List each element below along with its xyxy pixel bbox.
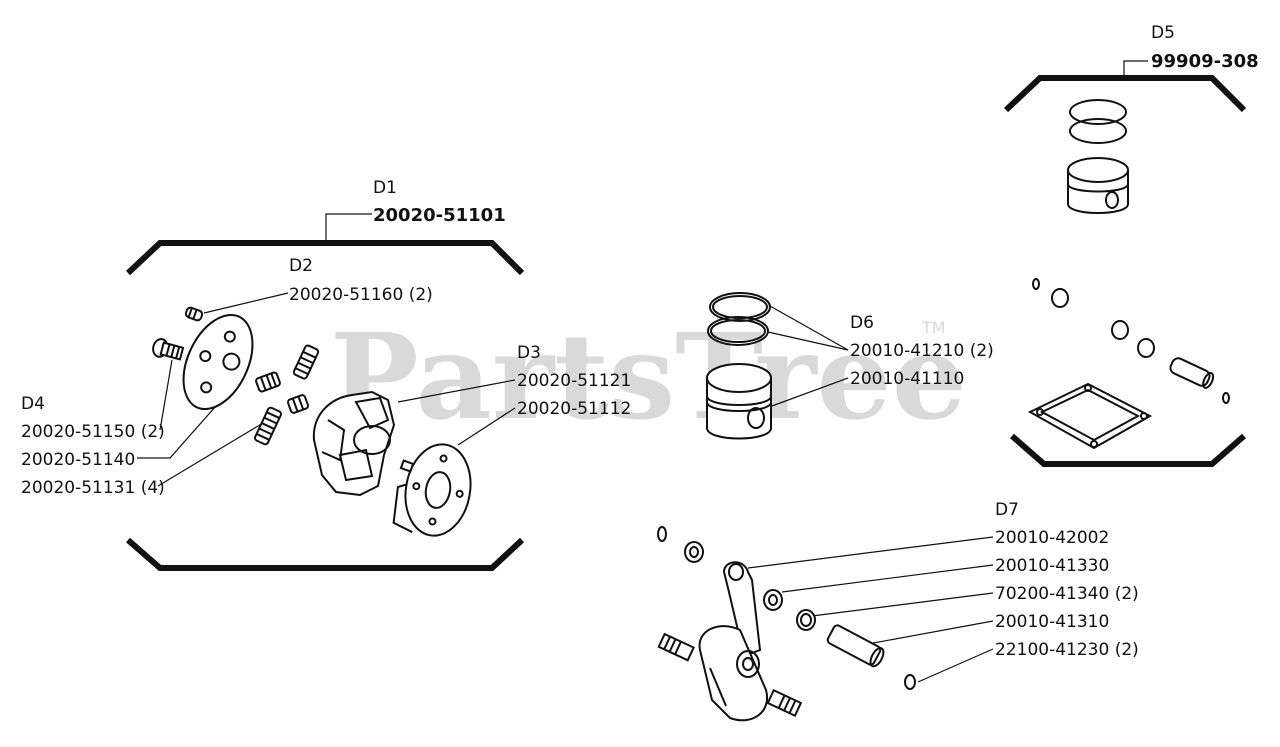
kit-artwork [1027, 99, 1230, 450]
leader-d7-4 [867, 620, 994, 645]
label-d1-ref: D1 [373, 178, 397, 198]
leader-d7-2 [781, 564, 994, 593]
leader-d3-2 [457, 407, 516, 446]
leader-d7-5 [917, 648, 994, 683]
clutch-parts-artwork [152, 306, 472, 537]
crankshaft-artwork [657, 526, 916, 722]
label-d4-part-1: 20020-51150 (2) [21, 422, 165, 442]
label-d7-part-5: 22100-41230 (2) [995, 640, 1139, 660]
bracket-d1-top [125, 240, 525, 276]
label-d5-part: 99909-308 [1151, 51, 1259, 72]
clutch-shoe-artwork [312, 390, 396, 497]
group-d7: D7 20010-42002 20010-41330 70200-41340 (… [657, 500, 1139, 722]
label-d6-part-1: 20010-41210 (2) [850, 341, 994, 361]
label-d3-ref: D3 [517, 343, 541, 363]
leader-d2 [203, 292, 289, 314]
label-d3-part-1: 20020-51121 [517, 371, 631, 391]
label-d5-ref: D5 [1151, 23, 1175, 43]
label-d4-ref: D4 [21, 394, 45, 414]
leader-d1 [325, 213, 372, 243]
label-d6-part-2: 20010-41110 [850, 369, 964, 389]
label-d7-ref: D7 [995, 500, 1019, 520]
watermark-tm: TM [921, 318, 946, 337]
label-d2-ref: D2 [289, 256, 313, 276]
piston-artwork [706, 363, 772, 440]
label-d7-part-3: 70200-41340 (2) [995, 584, 1139, 604]
leader-d3-1 [397, 379, 516, 403]
label-d3-part-2: 20020-51112 [517, 399, 631, 419]
label-d7-part-1: 20010-42002 [995, 528, 1109, 548]
leader-d6-2 [771, 377, 849, 407]
leader-d4-3 [157, 419, 269, 487]
group-d6: D6 20010-41210 (2) 20010-41110 [706, 292, 994, 440]
label-d2-part: 20020-51160 (2) [289, 285, 433, 305]
leader-d4-1 [159, 359, 173, 431]
label-d7-part-4: 20010-41310 [995, 612, 1109, 632]
bracket-d1-bottom [126, 537, 525, 571]
label-d6-ref: D6 [850, 313, 874, 333]
label-d4-part-2: 20020-51140 [21, 450, 135, 470]
leader-d5 [1123, 60, 1148, 78]
clutch-hub-artwork [392, 443, 472, 537]
leader-d7-1 [747, 536, 994, 569]
leader-d7-3 [811, 592, 994, 617]
leader-d6-1b [767, 331, 849, 351]
group-d5: D5 99909-308 [1003, 23, 1259, 467]
label-d1-part: 20020-51101 [373, 205, 506, 226]
watermark-text: PartsTree [330, 307, 967, 446]
bracket-d5-bottom [1010, 433, 1246, 467]
group-d1: D1 20020-51101 D2 20020-51160 (2) D3 200… [21, 178, 631, 571]
label-d7-part-2: 20010-41330 [995, 556, 1109, 576]
piston-rings-artwork [707, 292, 771, 346]
bracket-d5-top [1003, 75, 1247, 113]
leader-d6-1a [769, 305, 849, 351]
label-d4-part-3: 20020-51131 (4) [21, 478, 165, 498]
